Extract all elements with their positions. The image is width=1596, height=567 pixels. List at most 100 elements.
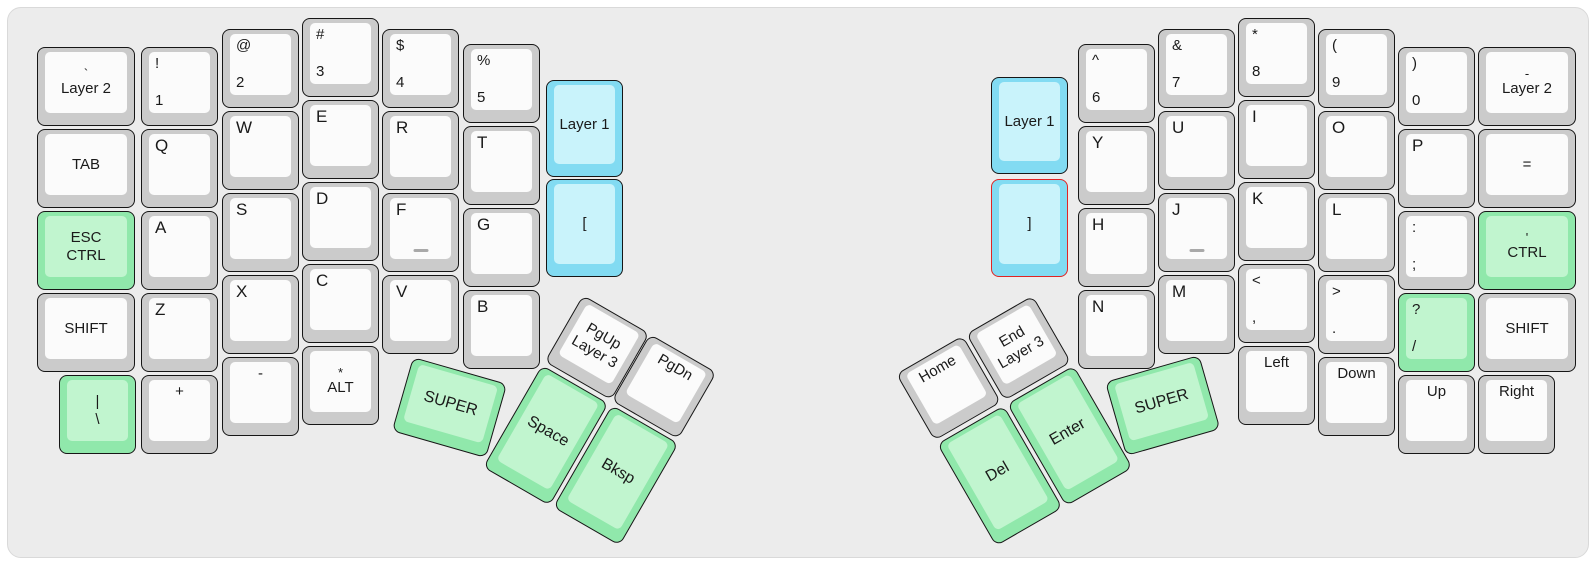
key-r[interactable]: R bbox=[382, 111, 459, 190]
key-legend: = bbox=[1522, 155, 1532, 173]
key-n[interactable]: N bbox=[1078, 290, 1155, 369]
key-left[interactable]: Left bbox=[1238, 346, 1315, 425]
key-tab[interactable]: TAB bbox=[37, 129, 135, 208]
key-down[interactable]: Down bbox=[1318, 357, 1395, 436]
key-shift-right[interactable]: SHIFT bbox=[1478, 293, 1576, 372]
key-l[interactable]: L bbox=[1318, 193, 1395, 272]
key-legend: ^ bbox=[1092, 52, 1100, 69]
key-legend: Layer 1 bbox=[1004, 112, 1055, 130]
key-s[interactable]: S bbox=[222, 193, 299, 272]
key-equals[interactable]: = bbox=[1478, 129, 1576, 208]
key-minus[interactable]: - bbox=[222, 357, 299, 436]
keycap-face: &7 bbox=[1166, 34, 1227, 95]
key-lparen-9[interactable]: (9 bbox=[1318, 29, 1395, 108]
key-legend-group: SHIFT bbox=[45, 298, 127, 359]
keycap-face: L bbox=[1326, 198, 1387, 259]
key-m[interactable]: M bbox=[1158, 275, 1235, 354]
keycap-face: [ bbox=[554, 184, 615, 264]
key-lbracket[interactable]: [ bbox=[546, 179, 623, 277]
key-question-slash[interactable]: ?/ bbox=[1398, 293, 1475, 372]
key-e[interactable]: E bbox=[302, 100, 379, 179]
key-shift-left[interactable]: SHIFT bbox=[37, 293, 135, 372]
key-legend: H bbox=[1092, 215, 1105, 234]
key-legend: Del bbox=[982, 458, 1013, 486]
keycap-face: Right bbox=[1486, 380, 1547, 441]
key-legend: PgDn bbox=[654, 350, 696, 385]
key-o[interactable]: O bbox=[1318, 111, 1395, 190]
key-caret-6[interactable]: ^6 bbox=[1078, 44, 1155, 123]
key-legend: V bbox=[396, 282, 408, 301]
keycap-face: Y bbox=[1086, 131, 1147, 192]
key-right[interactable]: Right bbox=[1478, 375, 1555, 454]
keycap-face: T bbox=[471, 131, 532, 192]
key-hash-3[interactable]: #3 bbox=[302, 18, 379, 97]
key-percent-5[interactable]: %5 bbox=[463, 44, 540, 123]
key-legend: [ bbox=[582, 215, 587, 232]
key-p[interactable]: P bbox=[1398, 129, 1475, 208]
key-legend: O bbox=[1332, 118, 1346, 137]
key-q[interactable]: Q bbox=[141, 129, 218, 208]
key-asterisk-8[interactable]: *8 bbox=[1238, 18, 1315, 97]
key-legend-group: Up bbox=[1406, 383, 1467, 401]
key-legend-group: - bbox=[230, 365, 291, 383]
key-up[interactable]: Up bbox=[1398, 375, 1475, 454]
key-minus-layer2[interactable]: -Layer 2 bbox=[1478, 47, 1576, 126]
key-x[interactable]: X bbox=[222, 275, 299, 354]
key-legend: / bbox=[1412, 338, 1417, 355]
key-layer1-right[interactable]: Layer 1 bbox=[991, 77, 1068, 174]
keycap-face: X bbox=[230, 280, 291, 341]
keycap-face: Q bbox=[149, 134, 210, 195]
key-gt-period[interactable]: >. bbox=[1318, 275, 1395, 354]
key-grave-layer2[interactable]: `Layer 2 bbox=[37, 47, 135, 126]
keycap-face: - bbox=[230, 362, 291, 423]
key-z[interactable]: Z bbox=[141, 293, 218, 372]
key-amp-7[interactable]: &7 bbox=[1158, 29, 1235, 108]
key-a[interactable]: A bbox=[141, 211, 218, 290]
key-g[interactable]: G bbox=[463, 208, 540, 287]
key-v[interactable]: V bbox=[382, 275, 459, 354]
key-h[interactable]: H bbox=[1078, 208, 1155, 287]
key-lt-comma[interactable]: <, bbox=[1238, 264, 1315, 343]
key-legend: ! bbox=[155, 55, 160, 72]
key-legend-group: Down bbox=[1326, 365, 1387, 383]
key-w[interactable]: W bbox=[222, 111, 299, 190]
key-legend: Space bbox=[524, 412, 572, 451]
key-f[interactable]: F bbox=[382, 193, 459, 272]
key-colon-semicolon[interactable]: :; bbox=[1398, 211, 1475, 290]
key-rbracket[interactable]: ] bbox=[991, 179, 1068, 277]
key-d[interactable]: D bbox=[302, 182, 379, 261]
key-legend: TAB bbox=[71, 155, 101, 173]
key-legend: W bbox=[236, 118, 253, 137]
keycap-face: H bbox=[1086, 213, 1147, 274]
key-quote-ctrl[interactable]: 'CTRL bbox=[1478, 211, 1576, 290]
key-dollar-4[interactable]: $4 bbox=[382, 29, 459, 108]
keycap-face: + bbox=[149, 380, 210, 441]
key-pipe-backslash[interactable]: |\ bbox=[59, 375, 136, 454]
key-plus[interactable]: + bbox=[141, 375, 218, 454]
key-legend-group: Right bbox=[1486, 383, 1547, 401]
key-b[interactable]: B bbox=[463, 290, 540, 369]
key-k[interactable]: K bbox=[1238, 182, 1315, 261]
key-c[interactable]: C bbox=[302, 264, 379, 343]
key-legend-group: TAB bbox=[45, 134, 127, 195]
key-legend: ; bbox=[1412, 256, 1417, 273]
keycap-face: J bbox=[1166, 198, 1227, 259]
key-j[interactable]: J bbox=[1158, 193, 1235, 272]
keycap-face: >. bbox=[1326, 280, 1387, 341]
key-rparen-0[interactable]: )0 bbox=[1398, 47, 1475, 126]
key-t[interactable]: T bbox=[463, 126, 540, 205]
keycap-face: $4 bbox=[390, 34, 451, 95]
key-i[interactable]: I bbox=[1238, 100, 1315, 179]
key-layer1-left[interactable]: Layer 1 bbox=[546, 80, 623, 177]
keycap-face: Up bbox=[1406, 380, 1467, 441]
key-legend: 5 bbox=[477, 89, 486, 106]
key-legend-group: `Layer 2 bbox=[45, 52, 127, 113]
key-u[interactable]: U bbox=[1158, 111, 1235, 190]
key-at-2[interactable]: @2 bbox=[222, 29, 299, 108]
key-excl-1[interactable]: !1 bbox=[141, 47, 218, 126]
key-star-alt[interactable]: *ALT bbox=[302, 346, 379, 425]
key-y[interactable]: Y bbox=[1078, 126, 1155, 205]
